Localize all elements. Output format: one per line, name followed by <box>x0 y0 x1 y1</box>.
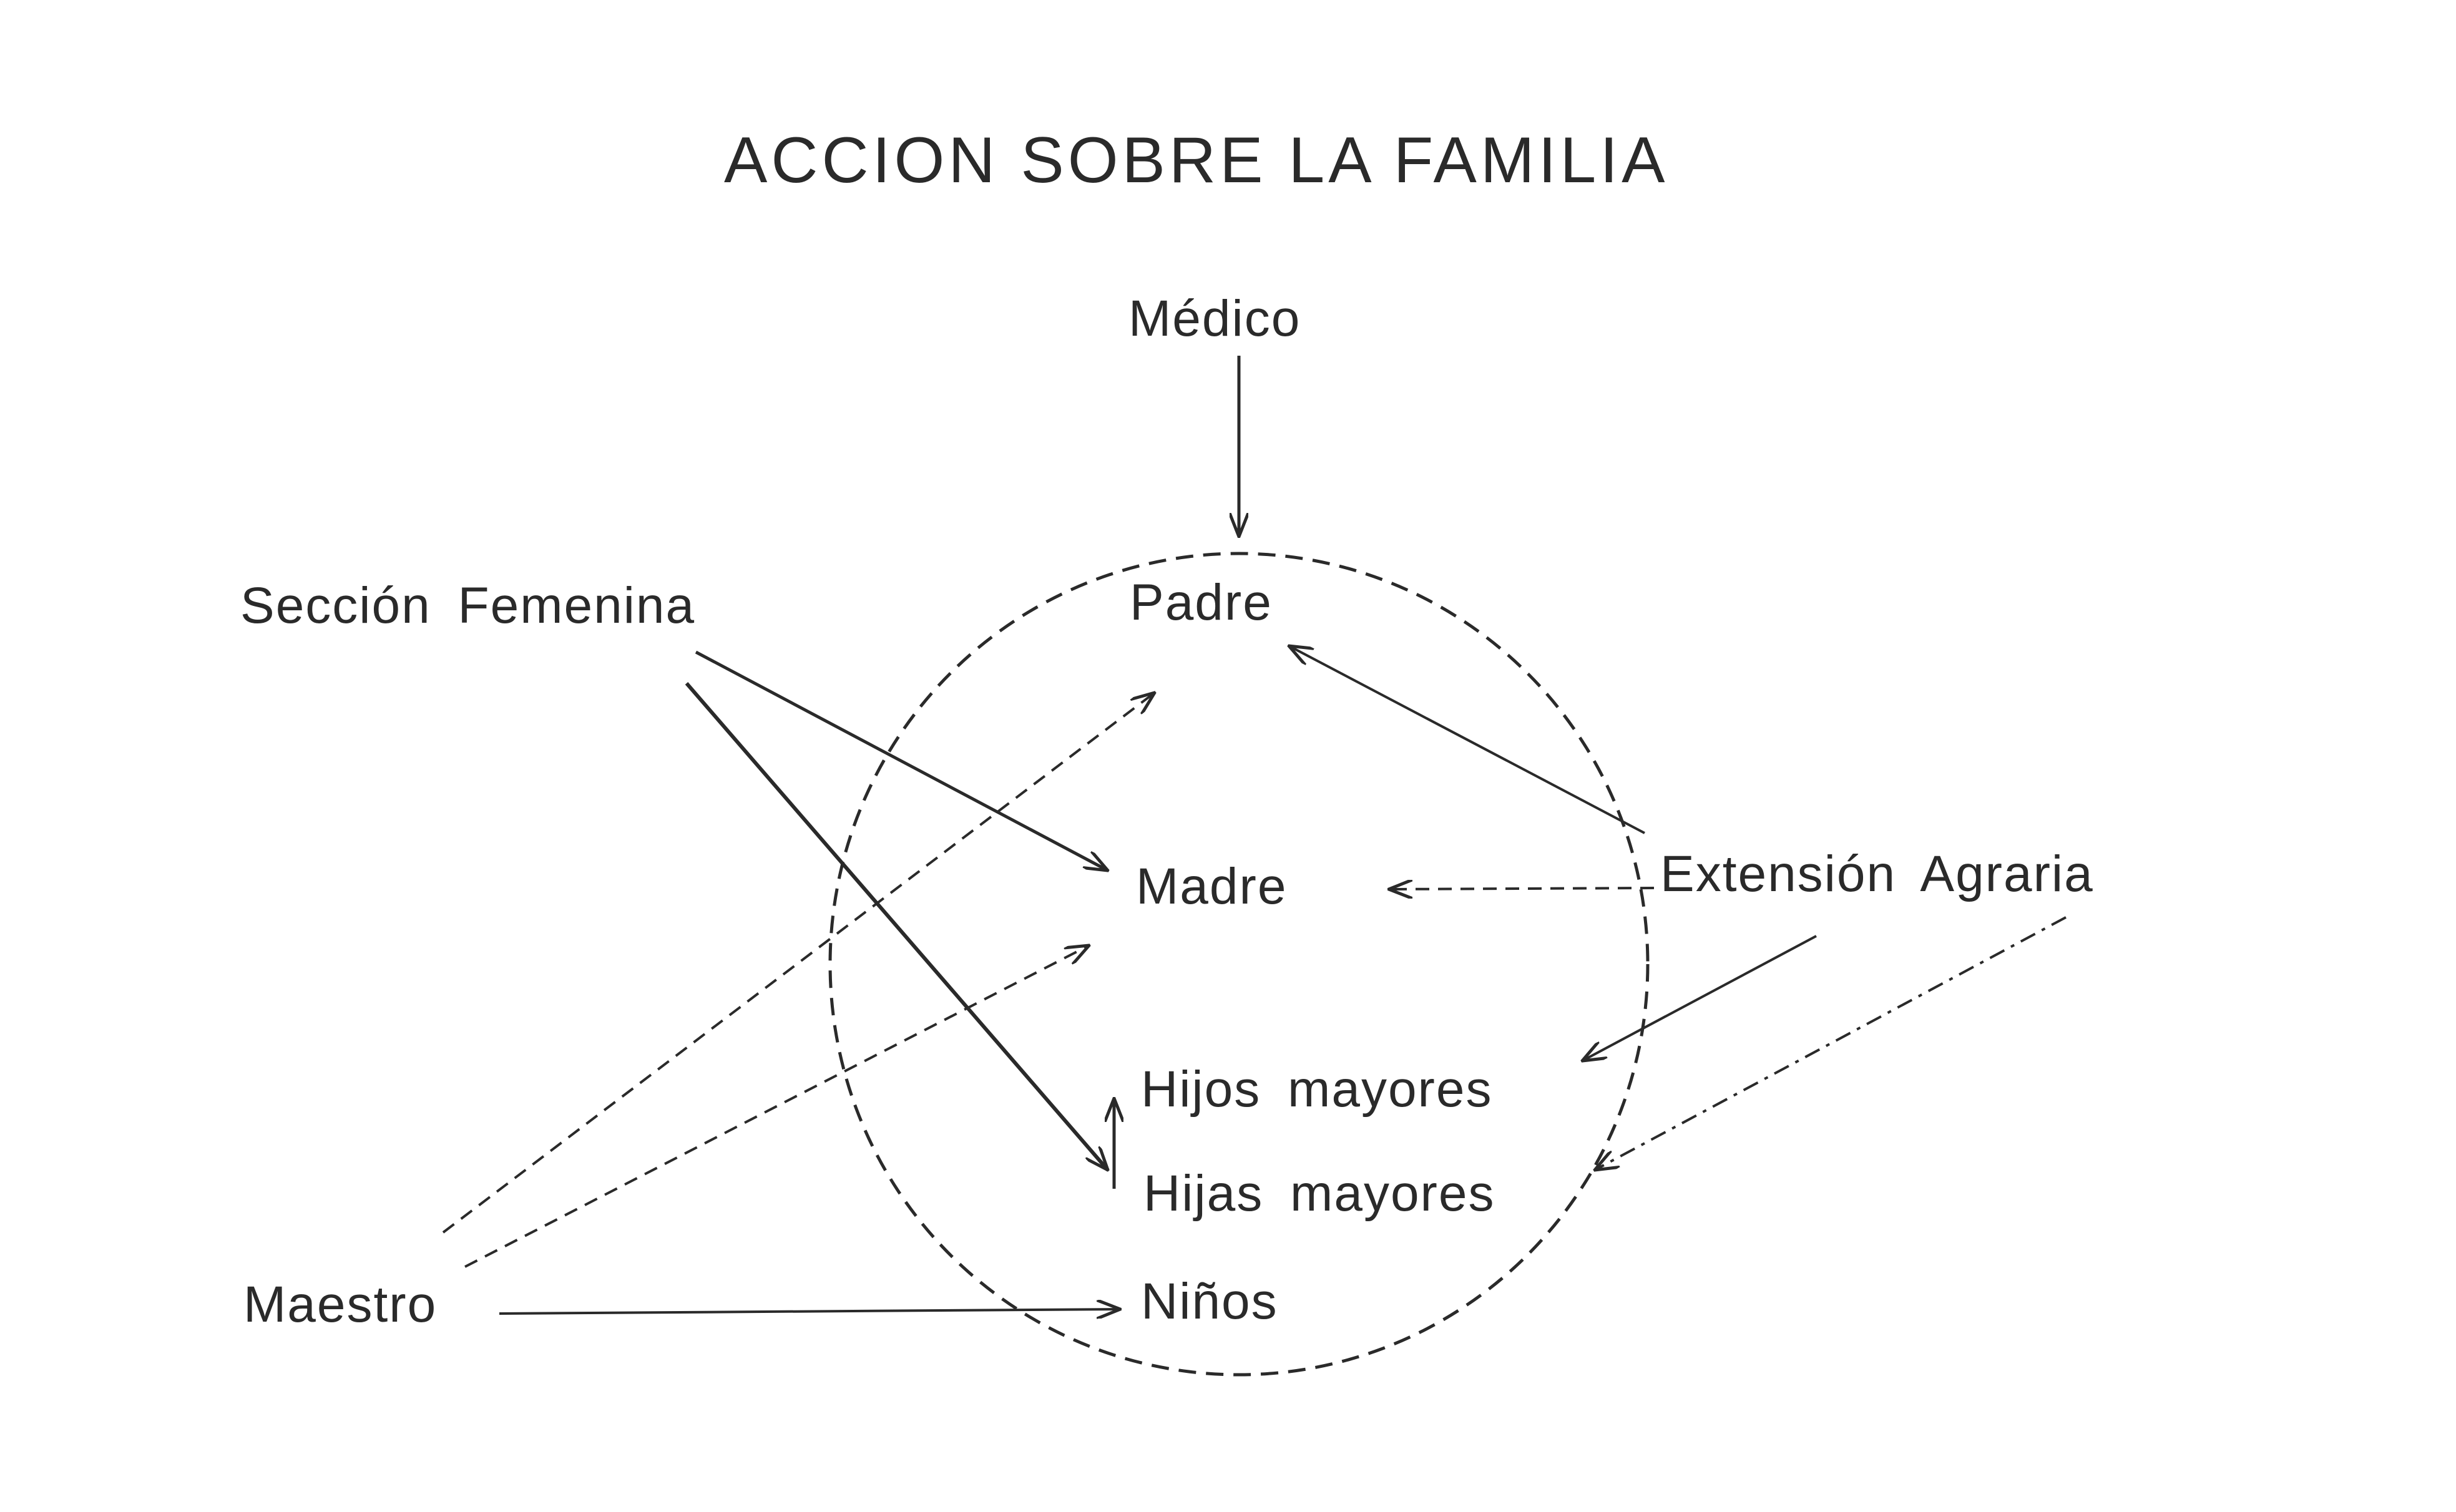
family-circle <box>828 552 1650 1377</box>
label-madre: Madre <box>1136 858 1288 915</box>
page-title: ACCION SOBRE LA FAMILIA <box>724 124 1669 197</box>
label-padre: Padre <box>1130 574 1273 631</box>
arrow-maestro-padre <box>442 693 1155 1234</box>
label-ninos: Niños <box>1141 1273 1278 1330</box>
label-hijas-mayores: Hijas mayores <box>1143 1165 1495 1222</box>
label-seccion-femenina: Sección Femenina <box>240 577 696 634</box>
arrow-extension-hijas <box>1595 916 2067 1170</box>
arrow-seccion-femenina-madre <box>695 650 1108 871</box>
arrow-extension-hijos <box>1582 935 1817 1061</box>
label-maestro: Maestro <box>243 1276 438 1333</box>
arrow-seccion-femenina-hijas <box>685 682 1108 1170</box>
arrow-extension-padre <box>1289 646 1645 834</box>
arrow-extension-madre <box>1389 888 1655 889</box>
label-medico: Médico <box>1128 290 1301 347</box>
label-extension-agraria: Extensión Agraria <box>1660 846 2094 902</box>
arrow-maestro-ninos <box>499 1309 1120 1314</box>
arrow-maestro-madre <box>464 945 1089 1268</box>
label-hijos-mayores: Hijos mayores <box>1141 1061 1493 1118</box>
